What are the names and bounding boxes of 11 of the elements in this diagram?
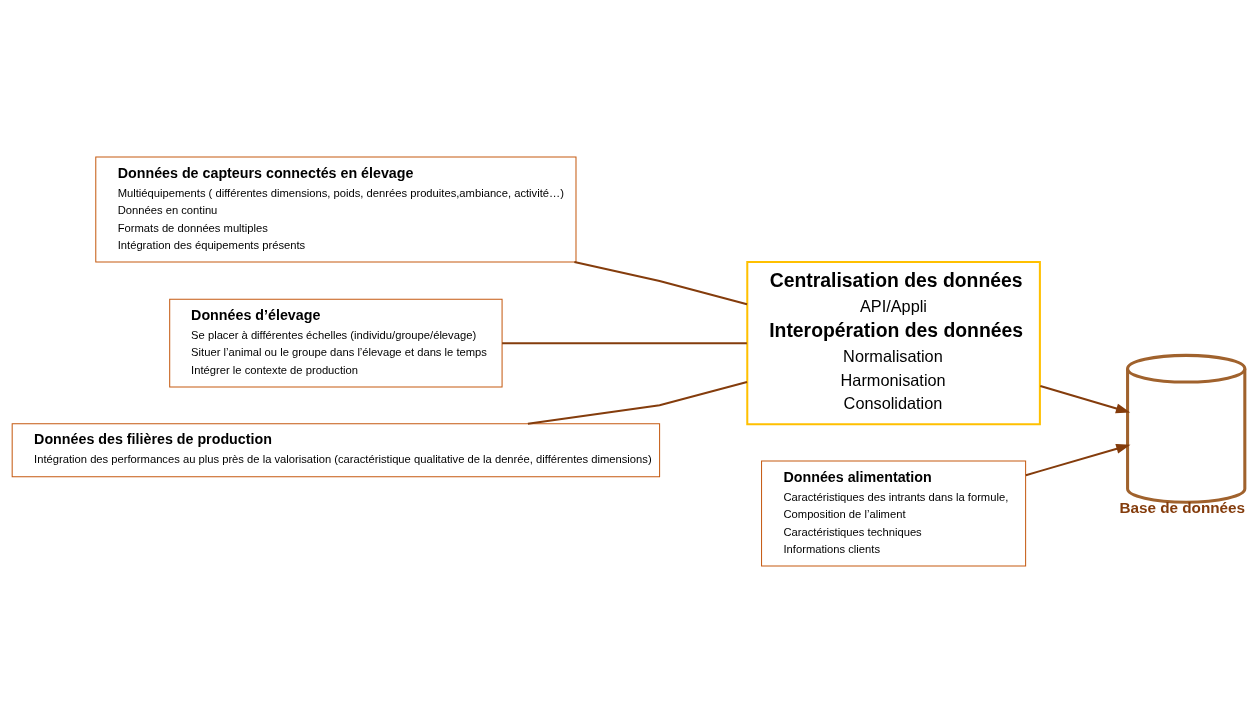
node-label: Base de données bbox=[1119, 498, 1246, 516]
node-box: Données des filières de production Intégration des performances au plus près de la valorisation (caractéristique qualitative de la denrée, différentes dimensions) bbox=[11, 422, 661, 477]
node-box: Données de capteurs connectés en élevage Multiéquipements ( différentes dimensions, poids, denrées produites,ambiance, activité…) Données en continu Formats de données multiples Intégration des équipements présents bbox=[95, 156, 577, 263]
node-box: Centralisation des données API/Appli Interopération des données Normalisation Harmonisation Consolidation bbox=[746, 260, 1041, 425]
arrow bbox=[1025, 443, 1131, 476]
node-box: Données d’élevage Se placer à différentes échelles (individu/groupe/élevage) Situer l’animal ou le groupe dans l’élevage et dans le temps Intégrer le contexte de production bbox=[169, 298, 503, 387]
node-box: Données alimentation Caractéristiques des intrants dans la formule, Composition de l’aliment Caractéristiques techniques Informations clients bbox=[761, 459, 1027, 566]
connector bbox=[527, 380, 748, 425]
connector bbox=[502, 341, 747, 344]
connector bbox=[574, 260, 748, 305]
arrow bbox=[1040, 384, 1131, 413]
